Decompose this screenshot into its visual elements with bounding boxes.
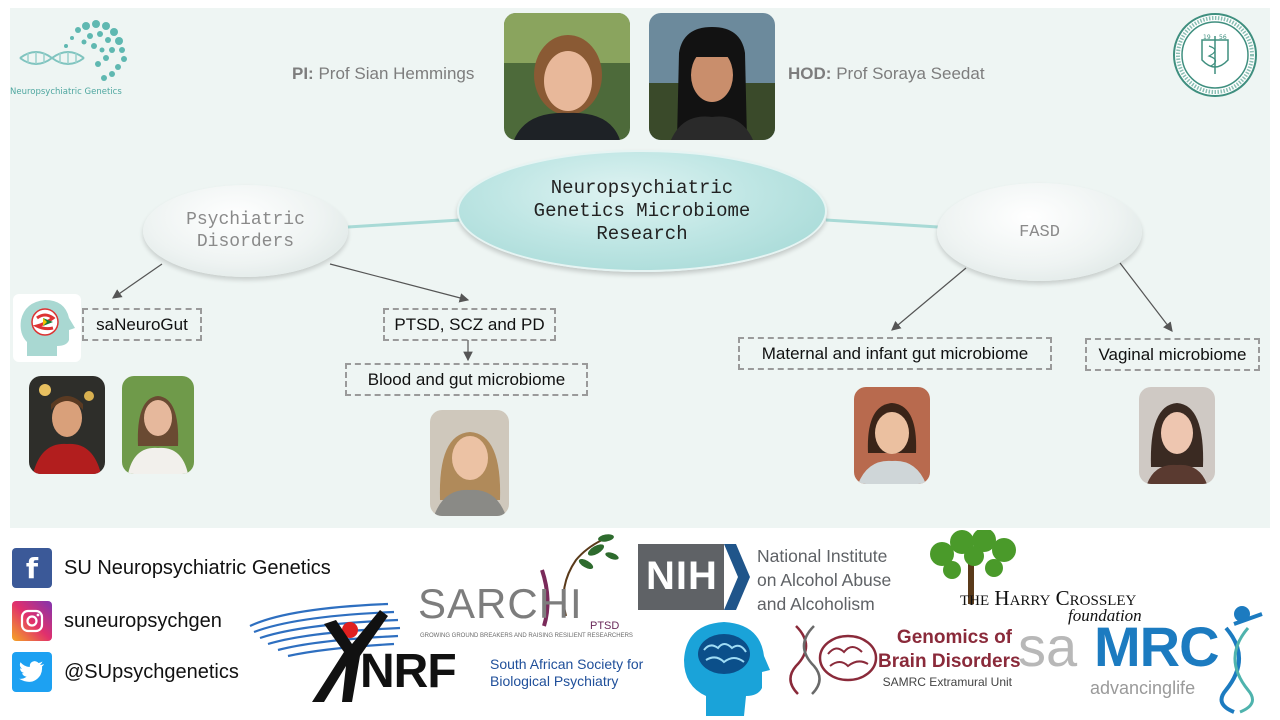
gut-head-icon: [20, 300, 76, 356]
pi-prefix: PI:: [292, 64, 314, 83]
lab-logo: Neuropsychiatric Genetics: [8, 12, 158, 98]
connector-center-left: [347, 218, 461, 229]
portrait-image: [854, 387, 930, 484]
svg-text:56: 56: [1219, 34, 1227, 41]
sasbp-text: South African Society for Biological Psy…: [490, 656, 643, 690]
arrow-to-ptsd: [329, 263, 470, 303]
nih-name-line-1: National Institute: [757, 546, 888, 566]
student-photo-1: [29, 376, 105, 474]
sarchi-logo: SARCHI PTSD GROWING GROUND BREAKERS AND …: [416, 530, 633, 648]
gbd-line-2: Brain Disorders: [878, 651, 1021, 672]
gbd-line-1: Genomics of: [896, 627, 1012, 648]
twitter-row[interactable]: @SUpsychgenetics: [12, 652, 239, 692]
university-seal: 19 56: [1172, 12, 1258, 98]
arrow-to-vaginal: [1119, 262, 1173, 332]
nrf-figure-icon: [249, 602, 401, 702]
nrf-logo: NRF: [248, 586, 460, 710]
center-node-line-2: Genetics Microbiome: [533, 199, 751, 222]
nih-name-line-3: and Alcoholism: [757, 594, 875, 614]
sasbp-line-2: Biological Psychiatry: [490, 673, 619, 689]
svg-text:19: 19: [1203, 34, 1211, 41]
ptsd-box: PTSD, SCZ and PD: [383, 308, 556, 341]
twitter-icon: [12, 652, 52, 692]
facebook-icon: f: [12, 548, 52, 588]
hod-name: Prof Soraya Seedat: [836, 64, 985, 83]
connector-center-right: [825, 218, 939, 229]
samrc-logo: sa MRC advancinglife: [1018, 604, 1270, 714]
crossley-line-2: foundation: [1068, 606, 1142, 625]
researcher-photo-vaginal: [1139, 387, 1215, 484]
instagram-row[interactable]: suneuropsychgen: [12, 601, 222, 641]
sasbp-line-1: South African Society for: [490, 656, 644, 672]
portrait-image: [430, 410, 509, 516]
nih-acronym: NIH: [646, 554, 718, 598]
center-node-line-3: Research: [596, 222, 688, 245]
arrow-to-saneurogut: [112, 263, 163, 299]
hod-photo: [649, 13, 775, 140]
sarchi-subtitle: GROWING GROUND BREAKERS AND RAISING RESI…: [420, 633, 633, 639]
gbd-logo: Genomics of Brain Disorders SAMRC Extram…: [788, 622, 1021, 698]
samrc-sa: sa: [1018, 615, 1078, 678]
portrait-image: [1139, 387, 1215, 484]
instagram-handle: suneuropsychgen: [64, 609, 222, 632]
saneurogut-label: saNeuroGut: [96, 314, 188, 334]
researcher-photo-blood: [430, 410, 509, 516]
arrow-to-maternal: [891, 267, 967, 331]
hod-label: HOD: Prof Soraya Seedat: [788, 64, 985, 84]
vaginal-label: Vaginal microbiome: [1098, 344, 1247, 364]
pi-name: Prof Sian Hemmings: [318, 64, 475, 83]
gbd-line-3: SAMRC Extramural Unit: [882, 675, 1012, 689]
psychiatric-node-line-2: Disorders: [196, 232, 295, 252]
portrait-image: [649, 13, 775, 140]
psychiatric-disorders-node: Psychiatric Disorders: [143, 185, 348, 277]
psychiatric-node-line-1: Psychiatric: [186, 210, 305, 230]
brain-head-icon: [684, 622, 770, 716]
seal-icon: 19 56: [1173, 13, 1257, 97]
nih-name-line-2: on Alcohol Abuse: [757, 570, 892, 590]
portrait-image: [29, 376, 105, 474]
ptsd-label: PTSD, SCZ and PD: [394, 314, 545, 334]
portrait-image: [122, 376, 194, 474]
sarchi-ptsd-tag: PTSD: [590, 620, 620, 632]
brain-head-logo: [676, 616, 772, 716]
portrait-image: [504, 13, 630, 140]
facebook-handle: SU Neuropsychiatric Genetics: [64, 556, 331, 579]
facebook-row[interactable]: f SU Neuropsychiatric Genetics: [12, 548, 331, 588]
dna-head-icon: Neuropsychiatric Genetics: [10, 20, 127, 97]
nih-badge-icon: [638, 544, 750, 610]
nrf-text: NRF: [360, 645, 457, 698]
maternal-box: Maternal and infant gut microbiome: [738, 337, 1052, 370]
saneurogut-box: saNeuroGut: [82, 308, 202, 341]
samrc-tagline: advancinglife: [1090, 678, 1196, 698]
tree-icon: [930, 528, 1016, 604]
instagram-icon: [12, 601, 52, 641]
student-photo-2: [122, 376, 194, 474]
twitter-handle: @SUpsychgenetics: [64, 660, 239, 683]
center-node: Neuropsychiatric Genetics Microbiome Res…: [457, 150, 827, 272]
sarchi-wordmark: SARCHI: [418, 580, 583, 627]
fasd-node-label: FASD: [1019, 222, 1060, 242]
lab-logo-text: Neuropsychiatric Genetics: [10, 87, 122, 97]
center-node-line-1: Neuropsychiatric: [550, 176, 734, 199]
blood-gut-label: Blood and gut microbiome: [367, 369, 566, 389]
dna-brain-icon: [789, 625, 878, 695]
saneurogut-logo: [13, 294, 81, 362]
crossley-logo: the Harry Crossley foundation: [922, 528, 1178, 628]
nih-logo: NIH National Institute on Alcohol Abuse …: [638, 542, 913, 614]
researcher-photo-maternal: [854, 387, 930, 484]
blood-gut-box: Blood and gut microbiome: [345, 363, 588, 396]
hod-prefix: HOD:: [788, 64, 832, 83]
vaginal-box: Vaginal microbiome: [1085, 338, 1260, 371]
pi-photo: [504, 13, 630, 140]
sarchi-leaf-icon: [540, 534, 619, 627]
pi-label: PI: Prof Sian Hemmings: [292, 64, 474, 84]
samrc-mrc: MRC: [1094, 615, 1220, 678]
maternal-label: Maternal and infant gut microbiome: [761, 343, 1029, 363]
dna-figure-icon: [1219, 606, 1263, 714]
crossley-line-1: the Harry Crossley: [960, 586, 1137, 610]
fasd-node: FASD: [937, 183, 1142, 281]
